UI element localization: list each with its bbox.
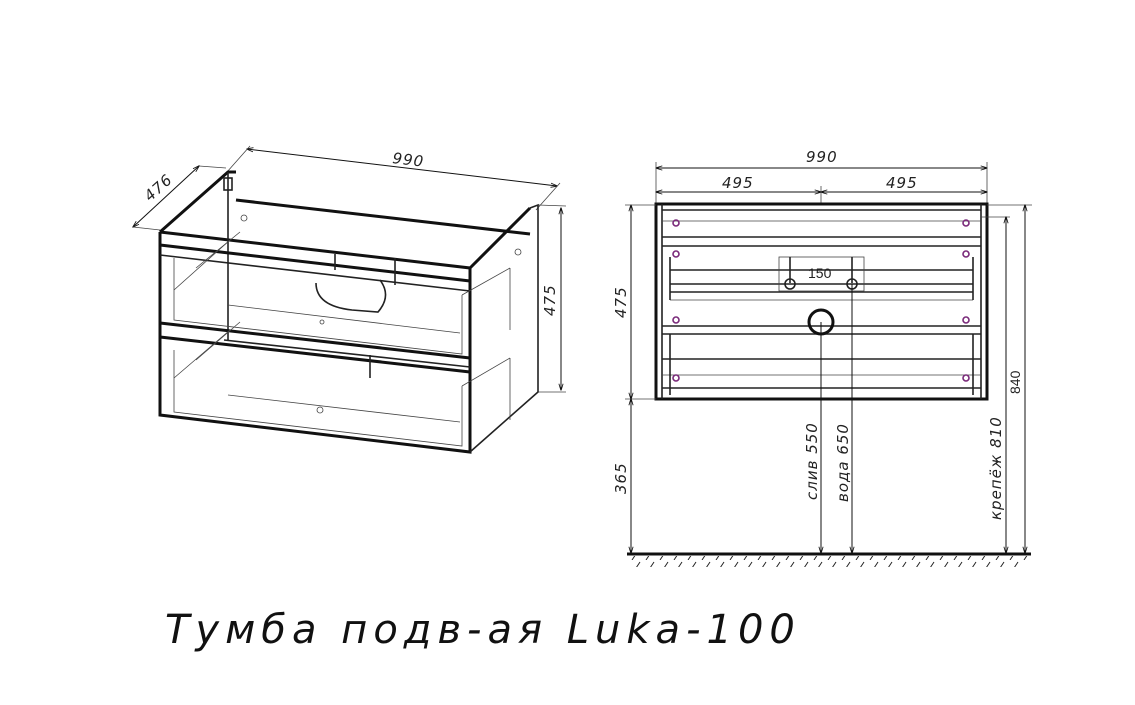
iso-dim-depth: 476 xyxy=(133,166,227,231)
mount-height-label: крепёж 810 xyxy=(987,416,1005,520)
drain-height-marker: слив 550 xyxy=(803,322,821,553)
fastener-points xyxy=(672,219,970,382)
siphon-cutout xyxy=(315,279,387,313)
front-dim-body-height: 475 xyxy=(612,205,656,399)
plumbing-plate xyxy=(778,256,865,292)
iso-height-label: 475 xyxy=(541,284,559,316)
iso-dim-width: 990 xyxy=(226,145,561,211)
floor-line xyxy=(627,552,1031,567)
wall-bracket-icon xyxy=(223,177,233,191)
front-floor-gap-label: 365 xyxy=(612,462,630,494)
front-left-half-label: 495 xyxy=(722,174,754,192)
cabinet-carcass xyxy=(158,170,539,454)
front-cabinet-body: 150 xyxy=(654,202,989,401)
front-dim-total-width: 990 xyxy=(656,148,987,205)
isometric-view: 990 476 475 xyxy=(133,145,567,454)
front-view: 990 495 495 xyxy=(612,148,1032,567)
iso-width-label: 990 xyxy=(392,149,426,171)
front-dim-halves: 495 495 xyxy=(656,174,987,205)
front-total-width-label: 990 xyxy=(806,148,838,166)
total-height-marker: 840 xyxy=(987,205,1032,553)
iso-depth-label: 476 xyxy=(141,170,177,205)
front-body-height-label: 475 xyxy=(612,286,630,318)
iso-dim-height: 475 xyxy=(537,204,567,393)
total-height-label: 840 xyxy=(1007,370,1023,394)
water-inlet-left-icon xyxy=(784,278,796,290)
drawing-title: Тумба подв-ая Luka-100 xyxy=(165,607,801,653)
pipe-spacing-label: 150 xyxy=(808,265,832,281)
front-dim-floor-gap: 365 xyxy=(612,399,631,553)
mount-height-marker: крепёж 810 xyxy=(981,217,1010,553)
water-height-label: вода 650 xyxy=(834,423,852,502)
front-right-half-label: 495 xyxy=(886,174,918,192)
water-height-marker: вода 650 xyxy=(834,284,852,553)
drain-height-label: слив 550 xyxy=(803,422,821,500)
